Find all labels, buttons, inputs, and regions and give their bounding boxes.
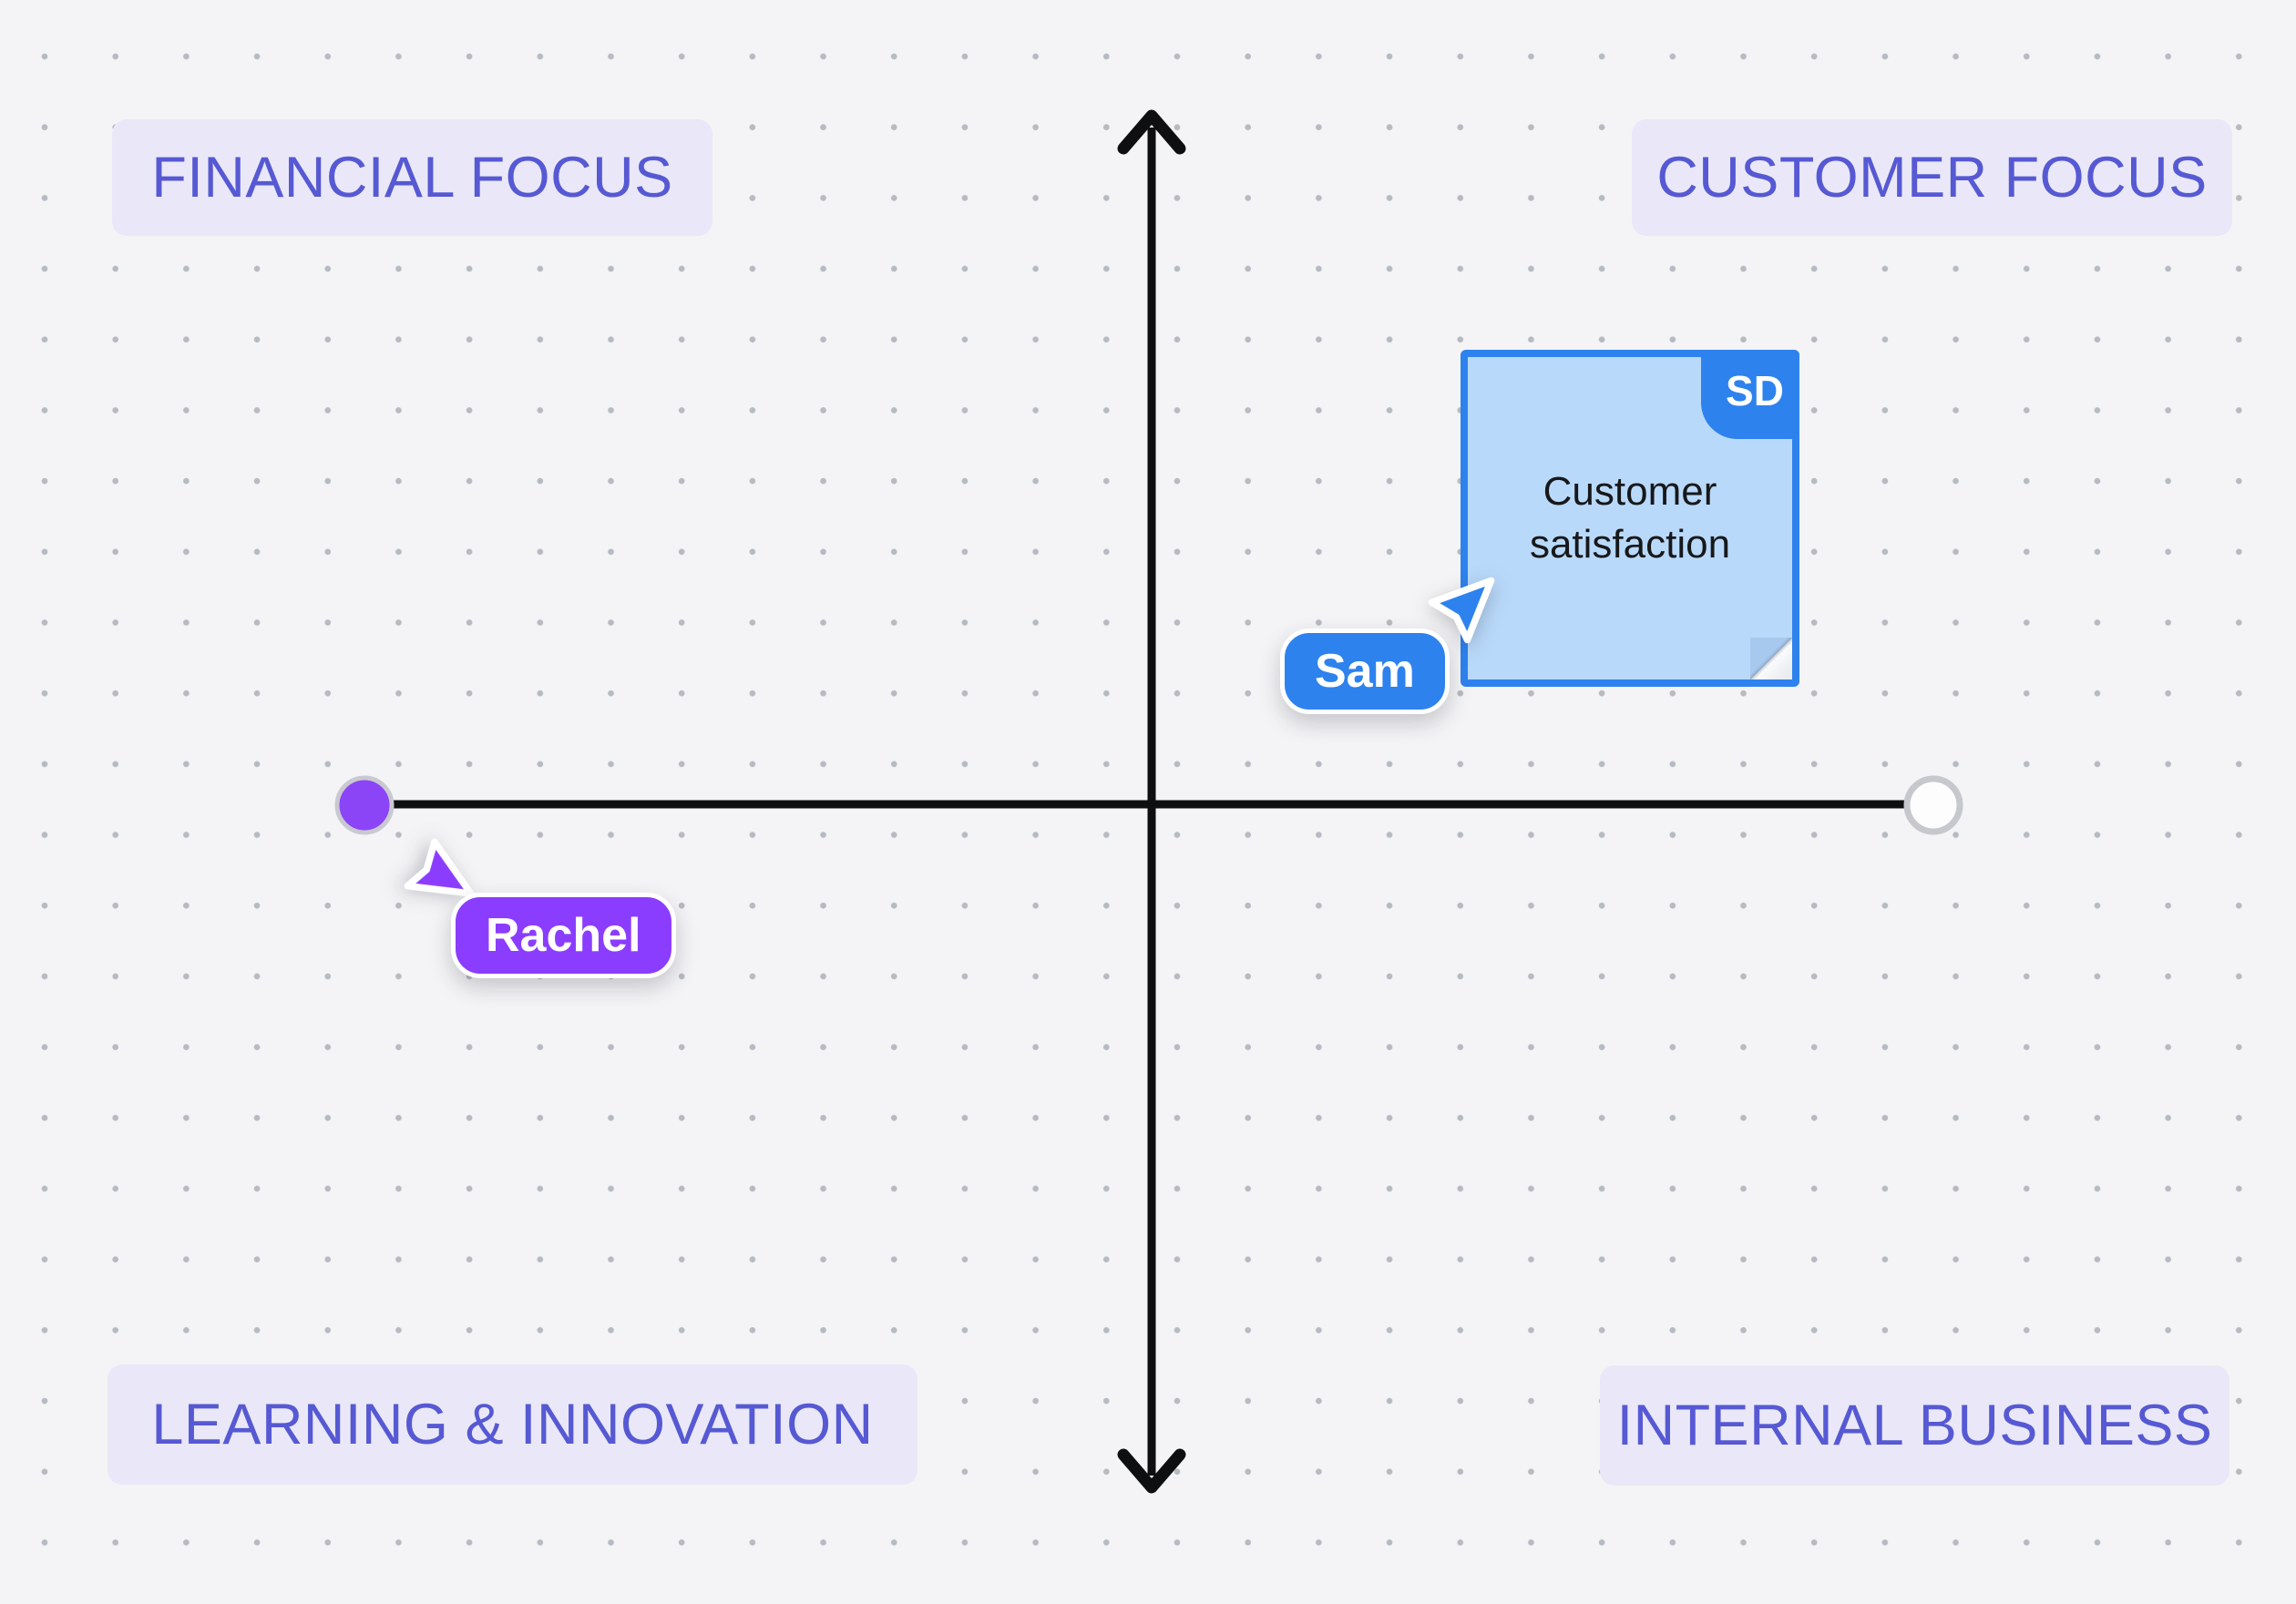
sticky-note-fold-corner-icon [1750,638,1792,679]
quadrant-label-text: INTERNAL BUSINESS [1616,1394,2213,1457]
quadrant-label-text: LEARNING & INNOVATION [151,1393,874,1456]
quadrant-label-text: CUSTOMER FOCUS [1656,146,2208,209]
quadrant-label-customer-focus[interactable]: CUSTOMER FOCUS [1632,119,2232,236]
axis-endpoint-right-handle[interactable] [1903,775,1963,835]
down-arrow-icon [1117,1448,1186,1494]
quadrant-label-financial-focus[interactable]: FINANCIAL FOCUS [112,119,712,236]
sticky-note-text[interactable]: Customer satisfaction [1529,468,1731,567]
rachel-cursor-icon [404,838,475,897]
sam-cursor-icon [1428,577,1495,644]
axis-endpoint-left-handle[interactable] [334,775,395,835]
quadrant-label-learning-innovation[interactable]: LEARNING & INNOVATION [108,1364,917,1485]
up-arrow-icon [1117,109,1186,155]
rachel-cursor-label: Rachel [451,893,676,978]
quadrant-label-text: FINANCIAL FOCUS [151,146,673,209]
sticky-note-author-badge: SD [1701,350,1799,439]
sticky-note[interactable]: Customer satisfaction SD [1461,350,1799,687]
quadrant-label-internal-business[interactable]: INTERNAL BUSINESS [1600,1365,2229,1486]
sam-cursor-label: Sam [1280,628,1450,714]
